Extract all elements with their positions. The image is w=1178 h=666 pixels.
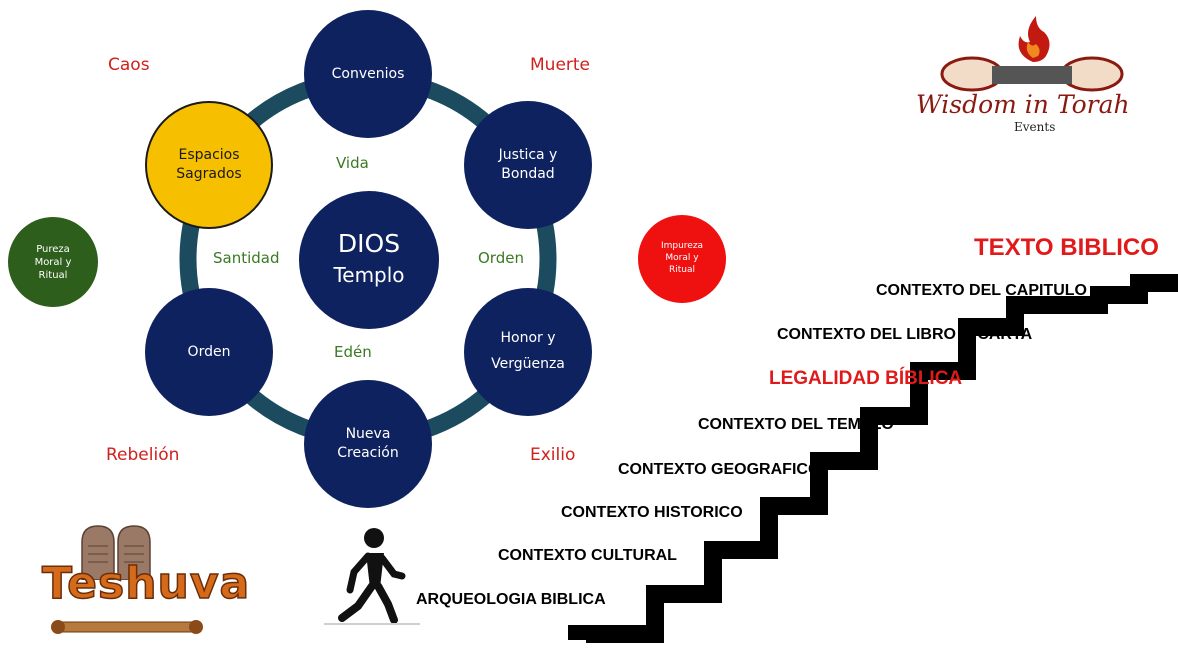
word-rebelion: Rebelión <box>106 445 180 465</box>
teshuva-text: Teshuva <box>41 557 251 610</box>
word-santidad: Santidad <box>213 249 280 267</box>
flame-icon <box>1018 16 1050 62</box>
node-espacios-label: Espacios Sagrados <box>176 147 242 182</box>
center-line2: Templo <box>333 263 405 287</box>
walking-person-icon <box>324 528 420 625</box>
step-contexto-capitulo: CONTEXTO DEL CAPITULO <box>876 282 1087 299</box>
wisdom-logo: Wisdom in Torah Events <box>912 14 1152 138</box>
torah-scroll-icon <box>940 56 1124 92</box>
center-circle: DIOS Templo <box>299 191 439 329</box>
step-legalidad-biblica: LEGALIDAD BÍBLICA <box>769 368 963 389</box>
wisdom-title: Wisdom in Torah <box>916 90 1130 119</box>
step-arqueologia-biblica: ARQUEOLOGIA BIBLICA <box>416 591 606 608</box>
step-contexto-geografico: CONTEXTO GEOGRAFICO <box>618 461 821 478</box>
word-muerte: Muerte <box>530 55 591 75</box>
node-honor-label: Honor y Vergüenza <box>491 330 565 372</box>
step-contexto-cultural: CONTEXTO CULTURAL <box>498 547 677 564</box>
word-exilio: Exilio <box>530 445 576 465</box>
node-convenios-label: Convenios <box>331 65 405 82</box>
impureza-label: Impureza Moral y Ritual <box>660 241 704 275</box>
node-orden-label: Orden <box>187 343 231 360</box>
node-justicia: Justica y Bondad <box>464 101 592 229</box>
step-contexto-libro: CONTEXTO DEL LIBRO O CARTA <box>777 326 1033 343</box>
word-caos: Caos <box>108 55 150 75</box>
node-nueva-creacion: Nueva Creación <box>304 380 432 508</box>
torah-scroll-icon <box>51 620 203 634</box>
step-contexto-templo: CONTEXTO DEL TEMPLO <box>698 416 894 433</box>
node-honor: Honor y Vergüenza <box>464 288 592 416</box>
node-convenios: Convenios <box>304 10 432 138</box>
center-line1: DIOS <box>337 229 401 258</box>
stone-tablets-icon <box>81 525 151 580</box>
step-contexto-historico: CONTEXTO HISTORICO <box>561 504 743 521</box>
word-vida: Vida <box>336 154 369 172</box>
wisdom-subtitle: Events <box>1014 120 1056 134</box>
node-nueva-label: Nueva Creación <box>337 426 399 461</box>
pureza-circle: Pureza Moral y Ritual <box>8 217 98 307</box>
impureza-circle: Impureza Moral y Ritual <box>638 215 726 303</box>
pureza-label: Pureza Moral y Ritual <box>34 243 72 281</box>
node-justicia-label: Justica y Bondad <box>498 147 558 182</box>
node-orden: Orden <box>145 288 273 416</box>
teshuva-logo: Teshuva <box>38 524 250 644</box>
word-orden: Orden <box>478 249 524 267</box>
word-eden: Edén <box>334 343 372 361</box>
step-texto-biblico: TEXTO BIBLICO <box>974 234 1159 261</box>
node-espacios-sagrados: Espacios Sagrados <box>145 101 273 229</box>
